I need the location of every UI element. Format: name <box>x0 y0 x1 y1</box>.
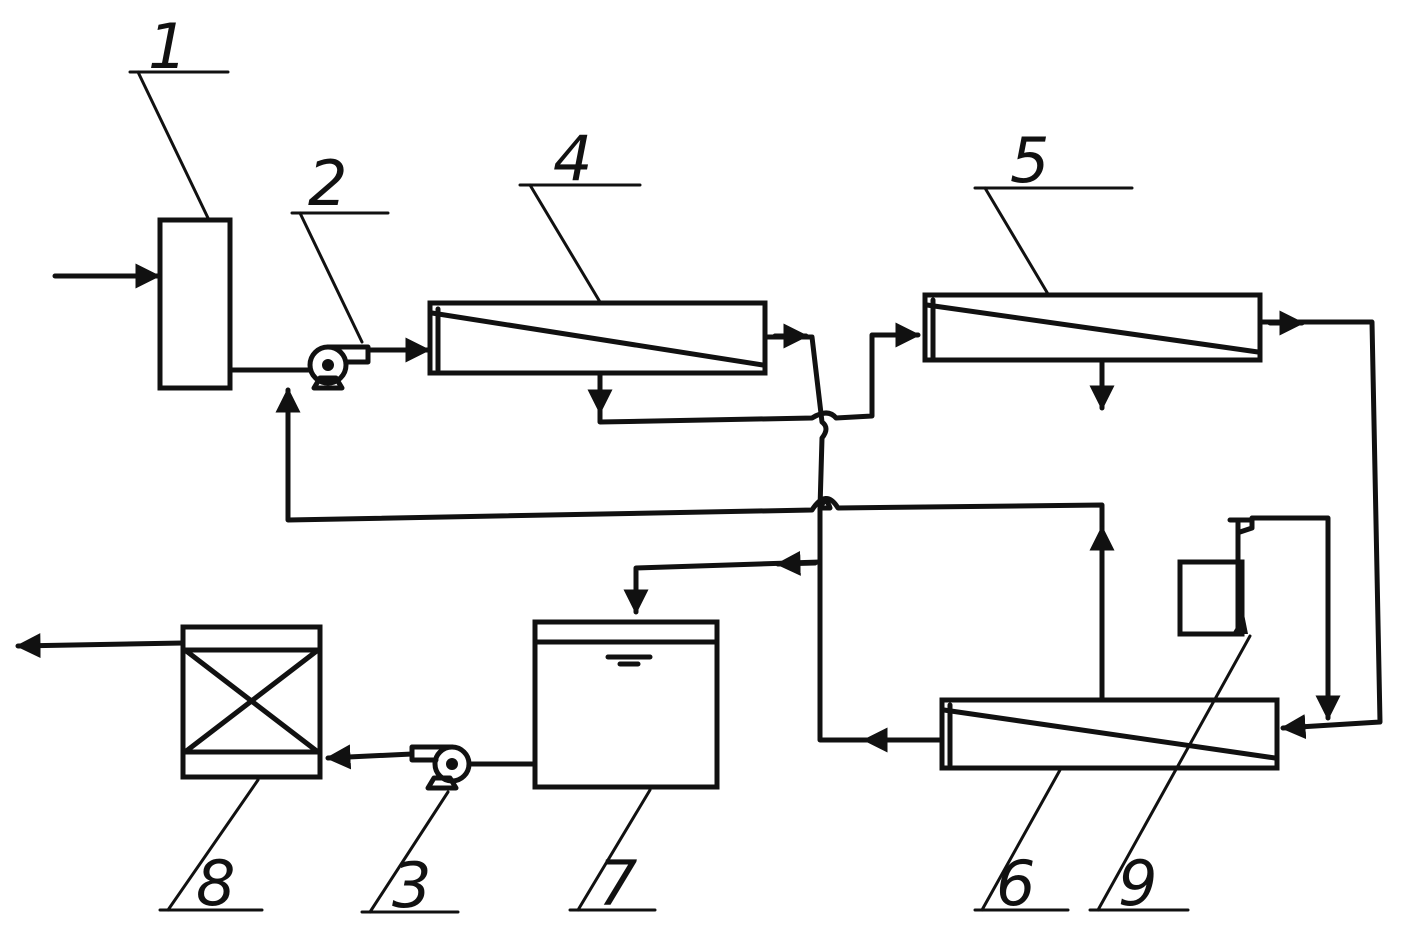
label-unit-4: 4 <box>553 122 592 195</box>
label-unit-7: 7 <box>598 847 637 920</box>
leader-lines <box>128 70 1252 914</box>
label-unit-6: 6 <box>996 847 1035 920</box>
arrow-trunk-to-tank7 <box>775 550 818 576</box>
unit-3-pump <box>409 744 472 791</box>
label-unit-2: 2 <box>308 147 347 220</box>
pipe-pump3-to-filter8 <box>325 744 415 770</box>
unit-9-dosing-device <box>1177 515 1341 721</box>
unit-5-membrane-module <box>922 292 1263 363</box>
unit-2-pump <box>307 344 371 391</box>
product-outlet-arrow <box>15 633 186 659</box>
label-unit-3: 3 <box>392 849 431 922</box>
unit-4-membrane-module <box>427 300 768 376</box>
unit-8-filter <box>180 624 323 780</box>
unit-6-membrane-module <box>939 697 1280 771</box>
label-unit-8: 8 <box>196 847 235 920</box>
unit-7-tank <box>532 619 720 790</box>
label-unit-1: 1 <box>148 10 187 83</box>
pipe-module4-to-module5 <box>597 322 921 425</box>
pipe-recycle-to-pump2 <box>275 387 1105 703</box>
pipe-trunk-to-tank7 <box>623 559 823 615</box>
label-unit-9: 9 <box>1118 847 1157 920</box>
unit-1-tank <box>157 217 233 391</box>
label-unit-5: 5 <box>1010 124 1049 197</box>
pipe-module5-to-module6 <box>1257 319 1383 740</box>
pipe-module4-concentrate-trunk <box>762 334 943 743</box>
